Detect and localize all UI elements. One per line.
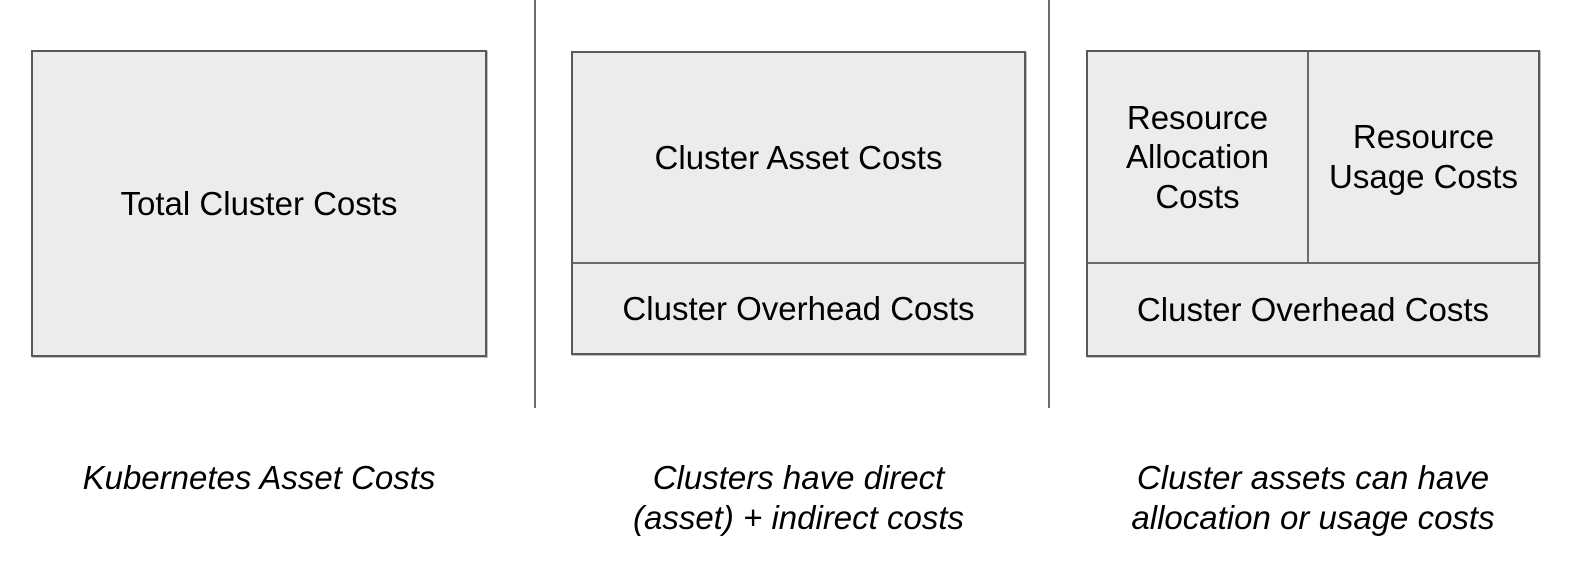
- allocation-usage-costs-box: Resource Allocation Costs Resource Usage…: [1086, 50, 1540, 357]
- resource-costs-row: Resource Allocation Costs Resource Usage…: [1088, 52, 1538, 264]
- caption-line: Clusters have direct: [652, 459, 945, 496]
- caption-line: allocation or usage costs: [1131, 499, 1495, 536]
- cluster-overhead-costs-label: Cluster Overhead Costs: [1136, 290, 1490, 328]
- resource-allocation-costs-label: Resource Allocation Costs: [1125, 98, 1270, 215]
- direct-indirect-costs-caption: Clusters have direct (asset) + indirect …: [571, 458, 1026, 538]
- cluster-overhead-costs-section: Cluster Overhead Costs: [1088, 264, 1538, 355]
- cluster-overhead-costs-section: Cluster Overhead Costs: [573, 264, 1024, 353]
- allocation-usage-costs-caption: Cluster assets can have allocation or us…: [1086, 458, 1540, 538]
- cluster-overhead-costs-label: Cluster Overhead Costs: [622, 289, 975, 327]
- caption-line: Cluster assets can have: [1136, 459, 1490, 496]
- total-cluster-costs-box: Total Cluster Costs: [31, 50, 487, 357]
- total-cluster-costs-label: Total Cluster Costs: [120, 184, 398, 222]
- resource-usage-costs-label: Resource Usage Costs: [1329, 118, 1518, 195]
- caption-line: (asset) + indirect costs: [632, 499, 965, 536]
- panel-divider-line-1: [534, 0, 536, 408]
- cluster-asset-costs-label: Cluster Asset Costs: [654, 138, 943, 176]
- resource-usage-costs-cell: Resource Usage Costs: [1309, 52, 1538, 262]
- panel-divider-line-2: [1048, 0, 1050, 408]
- kubernetes-asset-costs-caption: Kubernetes Asset Costs: [31, 458, 487, 498]
- caption-line: Kubernetes Asset Costs: [82, 459, 436, 496]
- resource-allocation-costs-cell: Resource Allocation Costs: [1088, 52, 1309, 262]
- cluster-direct-indirect-costs-box: Cluster Asset Costs Cluster Overhead Cos…: [571, 51, 1026, 355]
- cluster-asset-costs-section: Cluster Asset Costs: [573, 53, 1024, 264]
